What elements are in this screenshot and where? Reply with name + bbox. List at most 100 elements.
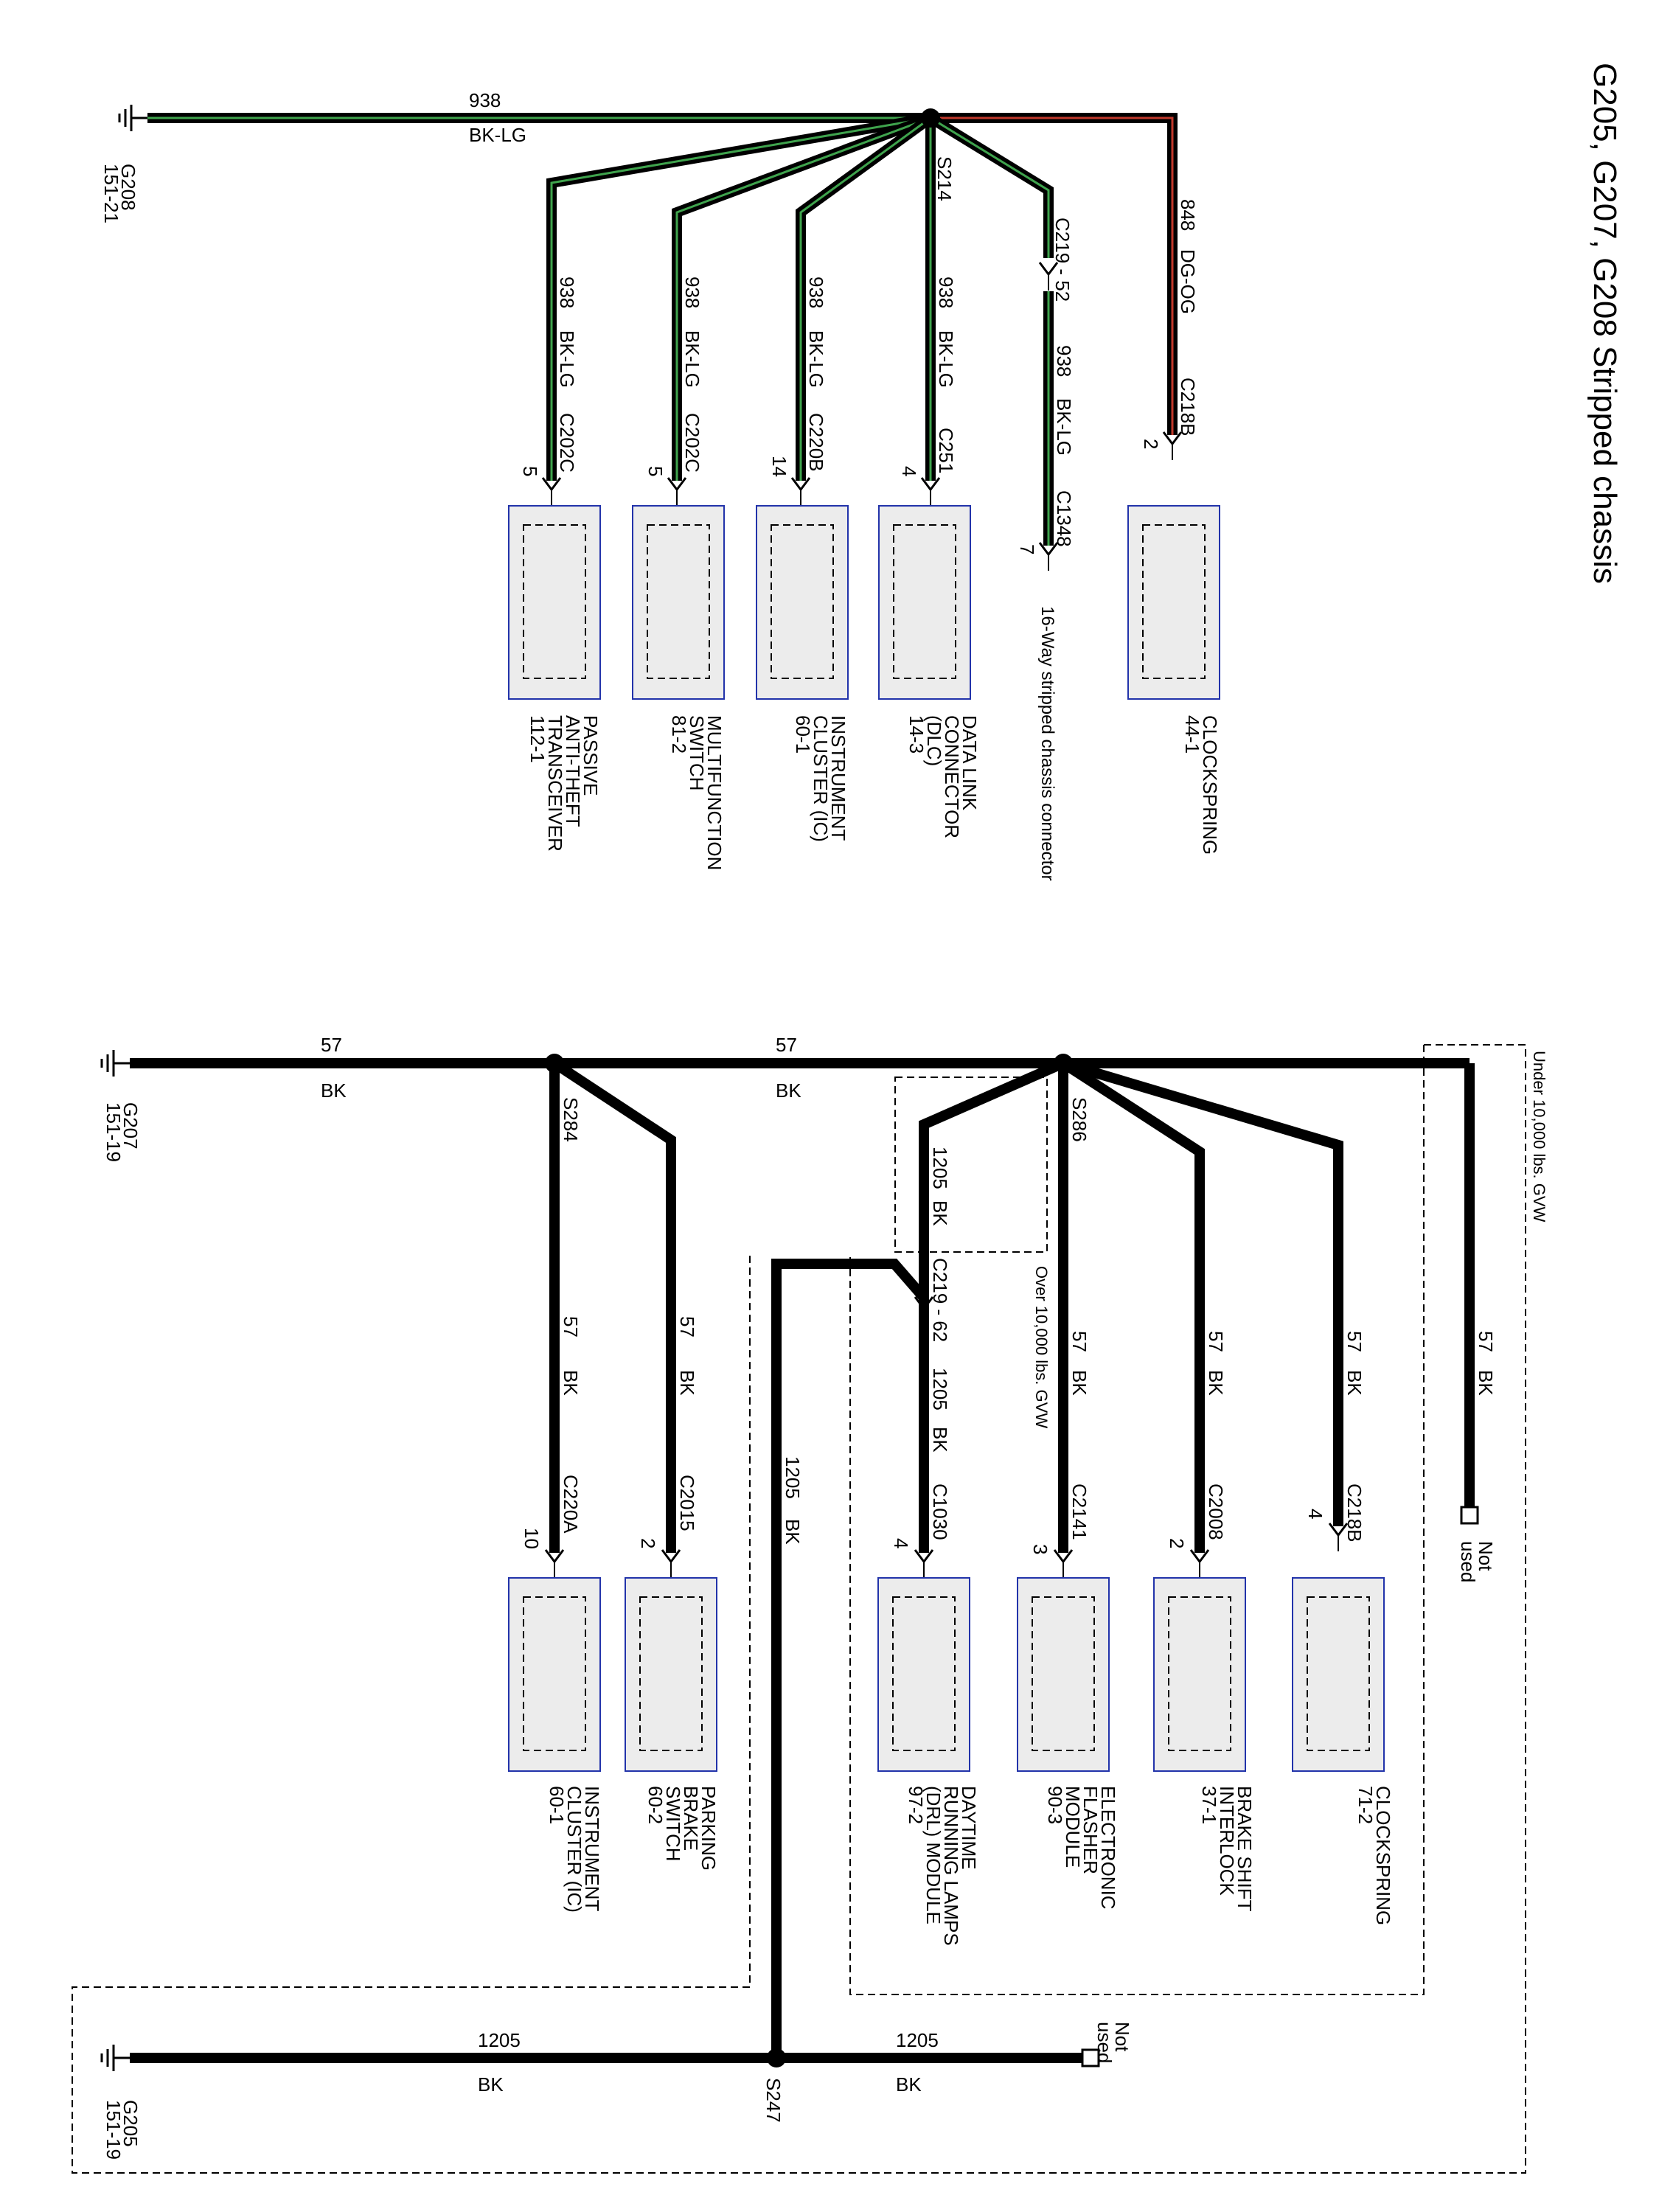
connector-c220b-icon [790, 476, 811, 507]
g208-components [508, 431, 1220, 700]
g208-wire-848 [931, 113, 1178, 435]
component-name-line: SWITCH [686, 715, 708, 791]
branch-pin: 3 [1029, 1544, 1051, 1554]
ground-g208-ref: 151-21 [100, 164, 122, 223]
splice-s214-label: S214 [933, 156, 956, 201]
component-name-line: 60-1 [792, 715, 814, 754]
not-used-label: Not [1475, 1541, 1497, 1571]
splice-s214-node [921, 108, 940, 128]
component-name-line: 60-1 [546, 1786, 568, 1824]
branch2-pin: 5 [644, 466, 667, 476]
component-name-line: DATA LINK [959, 715, 981, 811]
component-name-line: INSTRUMENT [581, 1786, 603, 1912]
g207-branch-labels: 57 BK 57 BK 1205 BK 57 BK 57 BK 57 BK 57… [521, 1316, 1497, 1554]
component-multifunction-switch [632, 505, 725, 700]
connector-c220a-icon [544, 1548, 565, 1579]
branch-wire-number: 57 [1343, 1331, 1366, 1352]
connector-c251-icon [920, 476, 941, 507]
not-used-terminal-icon [1081, 2048, 1100, 2067]
branch4-wire-number: 938 [935, 276, 957, 308]
branch-wire-number: 57 [1205, 1331, 1227, 1352]
branch3-wire-color: BK-LG [805, 330, 827, 388]
ground-g207-label: G207 [119, 1102, 142, 1150]
branch6-connector: C218B [1177, 378, 1199, 437]
branch2-wire-number: 938 [681, 276, 703, 308]
component-name-line: 37-1 [1198, 1786, 1220, 1824]
component-name-line: 97-2 [905, 1786, 927, 1824]
branch-pin: 2 [637, 1538, 659, 1548]
branch-pin: 10 [521, 1528, 543, 1549]
branch-wire-number: 57 [560, 1316, 582, 1338]
component-passive-anti-theft-transceiver [508, 505, 601, 700]
branch-wire-color: BK [929, 1427, 951, 1453]
branch1-wire-number: 938 [556, 276, 578, 308]
over-gvw-note: Over 10,000 lbs. GVW [1032, 1266, 1051, 1428]
inline-connector-c219-52-label: C219 - 52 [1051, 218, 1074, 302]
component-name-line: CLOCKSPRING [1199, 715, 1221, 855]
branch-connector: C2008 [1205, 1484, 1227, 1540]
component-name-line: 14-3 [905, 715, 928, 754]
not-used-label: used [1093, 2022, 1116, 2063]
ground-g205-ref: 151-19 [102, 2100, 125, 2160]
branch1-wire-color: BK-LG [556, 330, 578, 388]
diagram-title: G205, G207, G208 Stripped chassis [1587, 63, 1623, 584]
g207-section: G207 151-19 57 BK 57 BK S284 S286 Under … [72, 1034, 1548, 2174]
branch-connector: C2015 [676, 1475, 698, 1531]
component-name-line: 112-1 [526, 715, 549, 763]
component-brake-shift-interlock [1153, 1577, 1246, 1772]
branch5-wire-color: BK-LG [1053, 398, 1075, 456]
g207-wire-number-left: 57 [321, 1034, 342, 1056]
connector-c2141-icon [1053, 1548, 1074, 1579]
g205-right-wire-number: 1205 [896, 2029, 939, 2051]
branch1-connector: C202C [556, 413, 578, 473]
riser-wire-1205 [771, 1259, 928, 2058]
g207-components [508, 1522, 1385, 1772]
component-name-line: CLUSTER (IC) [810, 715, 832, 842]
component-name-line: TRANSCEIVER [544, 715, 566, 852]
g208-section: G208 151-21 938 BK-LG S214 C219 - 52 [100, 89, 1178, 572]
g205-section: G205 151-19 1205 BK 1205 BK S247 Not use… [100, 2022, 1133, 2160]
connector-c2015-icon [661, 1548, 681, 1579]
component-name-line: 71-2 [1354, 1786, 1377, 1824]
connector-c202c-icon [667, 476, 687, 507]
branch-pin: 4 [1304, 1509, 1326, 1519]
component-name-line: (DLC) [923, 715, 945, 766]
connector-c218b-icon [1162, 431, 1183, 462]
component-name-line: INSTRUMENT [827, 715, 849, 841]
connector-c1030-icon [914, 1548, 934, 1579]
g207-component-names: INSTRUMENT CLUSTER (IC) 60-1 PARKING BRA… [546, 1786, 1394, 1946]
riser-wire-number: 1205 [782, 1456, 804, 1499]
component-name-line: ANTI-THEFT [562, 715, 584, 827]
branch-wire-number: 57 [676, 1316, 698, 1338]
branch-wire-color: BK [1343, 1370, 1366, 1396]
component-name-line: CLUSTER (IC) [563, 1786, 585, 1913]
branch4-pin: 4 [898, 466, 920, 476]
branch-wire [1062, 1058, 1343, 1526]
ground-g208-icon [118, 103, 149, 133]
branch-wire-color: BK [1205, 1370, 1227, 1396]
ground-g207-ref: 151-19 [102, 1102, 125, 1162]
splice-s247-node [767, 2048, 786, 2067]
connector-c202c-icon [541, 476, 562, 507]
branch3-connector: C220B [805, 413, 827, 472]
component-name-line: SWITCH [662, 1786, 684, 1862]
branch-wire [552, 1059, 676, 1553]
branch-wire-color: BK [560, 1370, 582, 1396]
component-name-line: 44-1 [1181, 715, 1203, 754]
component-name-line: 81-2 [668, 715, 690, 754]
branch3-pin: 14 [768, 456, 790, 477]
branch6-wire-number: 848 [1177, 199, 1199, 231]
component-name-line: CLOCKSPRING [1372, 1786, 1394, 1925]
component-name-line: FLASHER [1079, 1786, 1102, 1874]
component-name-line: 60-2 [644, 1786, 667, 1824]
branch-connector: C1030 [929, 1484, 951, 1540]
component-name-line: RUNNING LAMPS [940, 1786, 962, 1946]
component-name-line: BRAKE SHIFT [1234, 1786, 1256, 1912]
ground-g207-icon [100, 1048, 131, 1078]
ground-g208-label: G208 [117, 164, 139, 211]
g207-wire-color-left: BK [321, 1079, 347, 1102]
not-used-label: used [1457, 1541, 1479, 1582]
g208-main-wire-number: 938 [469, 89, 501, 111]
inline-connector-c219-62-label: C219 - 62 [929, 1258, 951, 1342]
